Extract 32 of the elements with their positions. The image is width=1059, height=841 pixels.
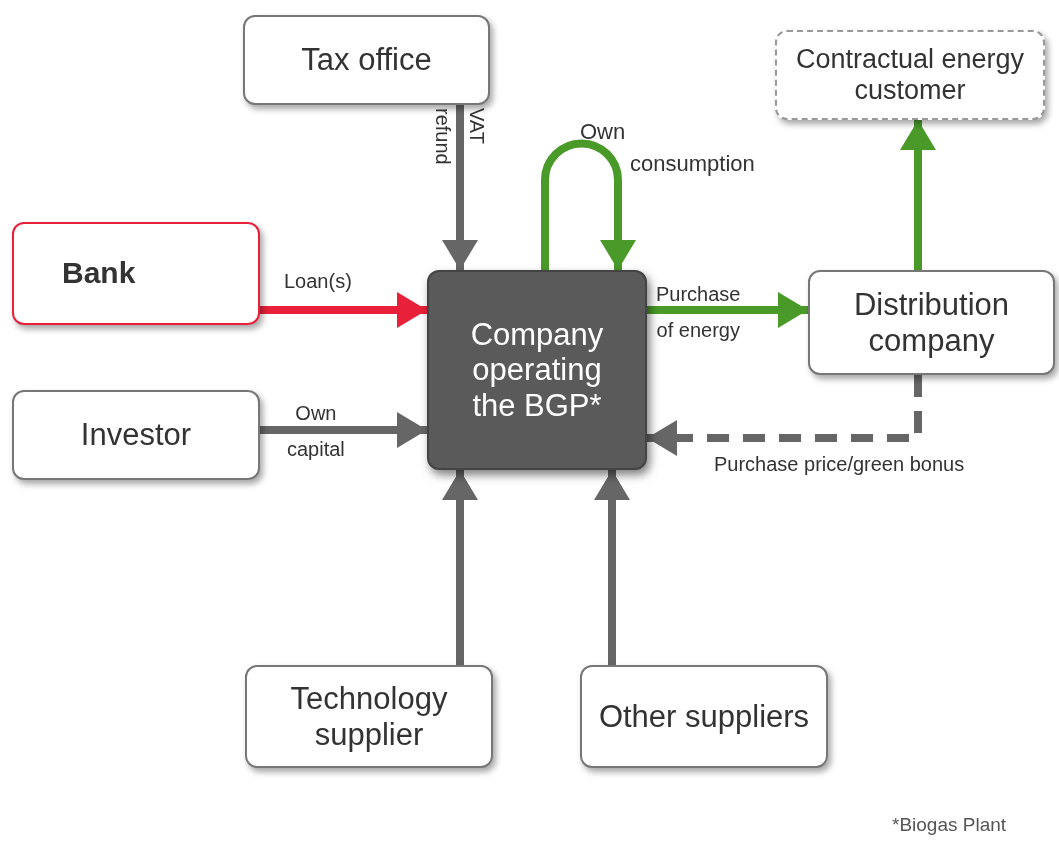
node-text: Contractual energy customer (794, 43, 1026, 107)
process-box (775, 30, 1045, 120)
process-box (427, 270, 647, 470)
edge-label: Loan(s) (282, 270, 354, 293)
footnote: *Biogas Plant (892, 814, 1007, 836)
arrow (260, 412, 427, 448)
arrow (541, 139, 636, 270)
process-box (580, 665, 828, 768)
arrow (442, 105, 478, 270)
node-text: Other suppliers (598, 698, 810, 735)
node-text: Investor (80, 417, 192, 453)
node-text: Tax office (301, 42, 432, 78)
process-box (12, 390, 260, 480)
node-text: Company operating the BGP* (469, 316, 605, 424)
edge-label: Own capital (287, 401, 345, 462)
edge-label: Purchase price/green bonus (712, 453, 967, 476)
arrow (647, 375, 922, 456)
process-box (12, 222, 260, 325)
process-box (245, 665, 493, 768)
edge-label: VAT refund (431, 108, 489, 165)
node-text: Technology supplier (289, 680, 449, 753)
node-text: Distribution company (852, 286, 1011, 359)
edge-label: Purchase of energy (656, 282, 741, 343)
process-box (808, 270, 1055, 375)
arrow (442, 470, 478, 665)
arrow (900, 120, 936, 270)
arrow (594, 470, 630, 665)
node-text: Bank (62, 256, 136, 291)
arrow (260, 292, 427, 328)
arrow (647, 292, 808, 328)
process-box (243, 15, 490, 105)
edge-label: Own consumption (580, 118, 755, 178)
